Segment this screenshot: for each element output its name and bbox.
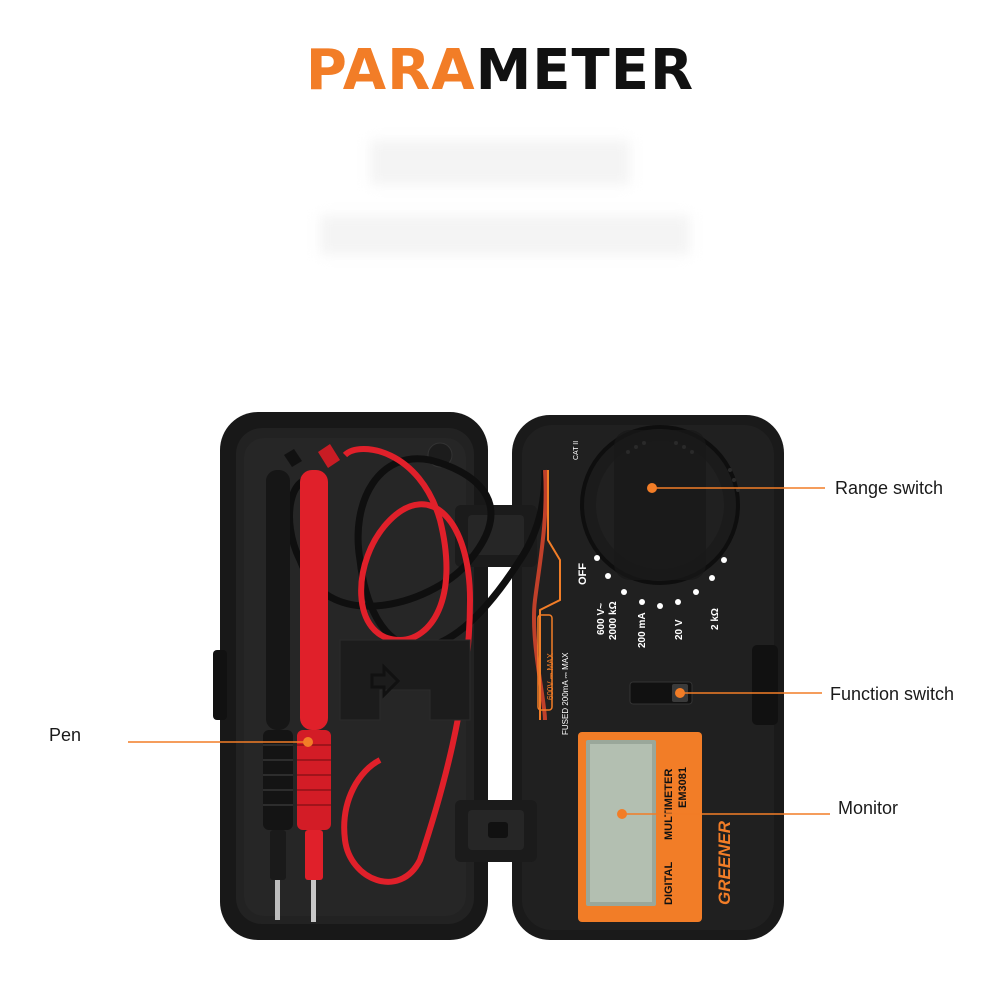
dial-range-3: 200 mA	[637, 612, 648, 648]
dial-range-1: 600 V~	[596, 603, 607, 635]
device-name-line1: DIGITAL	[663, 862, 675, 905]
dial-range-4: 20 V	[674, 619, 685, 640]
faded-text-block	[370, 140, 630, 185]
brand-logo: GREENER	[715, 820, 734, 905]
display-bezel	[578, 732, 702, 922]
callout-range-switch: Range switch	[835, 478, 944, 498]
callout-monitor: Monitor	[838, 798, 899, 818]
dial-range-5: 2 kΩ	[710, 608, 721, 630]
red-probe	[297, 444, 340, 922]
dial-off-label: OFF	[577, 563, 589, 585]
callout-pen: Pen	[49, 725, 82, 745]
device-model: EM3081	[677, 767, 689, 808]
callout-function-switch: Function switch	[830, 684, 955, 704]
port-label-fused: FUSED 200mA ⎓ MAX	[561, 652, 570, 735]
device-name-line2: MULTIMETER	[663, 769, 675, 840]
dial-range-2: 2000 kΩ	[608, 601, 619, 640]
port-label-voltage: 600V ⎓ MAX	[546, 652, 555, 700]
title-accent: PARA	[305, 38, 476, 103]
lead-clip	[339, 639, 471, 721]
callout-dots	[303, 483, 685, 819]
cat-label: CAT II	[573, 441, 580, 460]
callout-lines	[128, 487, 830, 815]
black-probe	[263, 449, 302, 920]
title-rest: METER	[475, 38, 695, 103]
range-dial	[580, 425, 740, 609]
page-title: PARAMETER	[0, 38, 1000, 103]
faded-text-block	[320, 215, 690, 255]
